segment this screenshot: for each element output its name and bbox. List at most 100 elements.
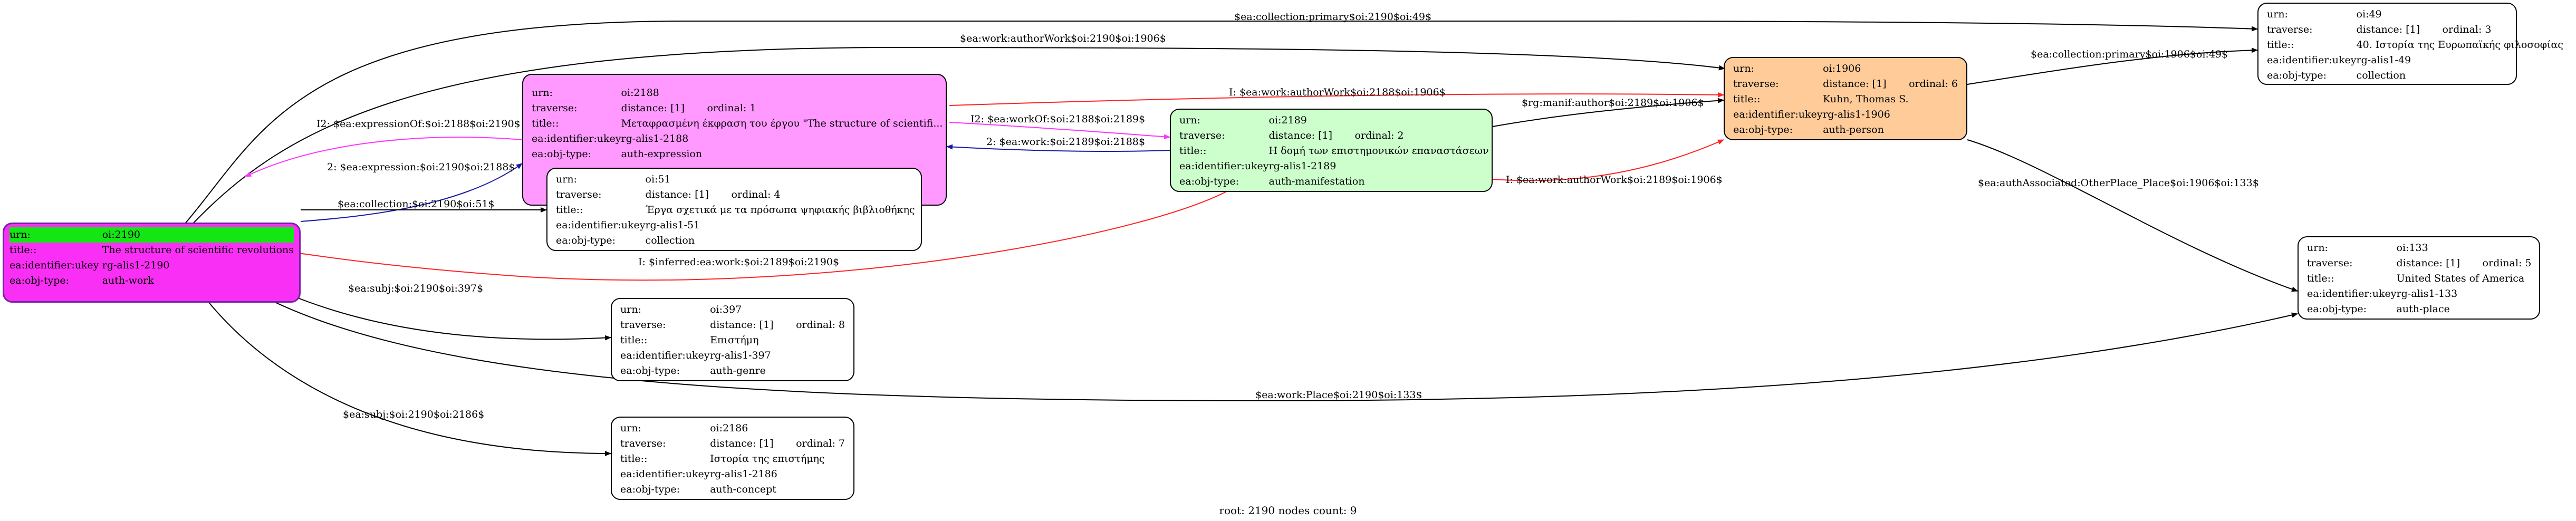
traverse-label: traverse: [532,102,578,114]
edge-label-e7: 2: $ea:work:$oi:2189$oi:2188$ [986,136,1146,148]
urn-label: urn: [620,422,641,434]
title-value: Kuhn, Thomas S. [1823,93,1909,105]
traverse-label: traverse: [620,319,666,331]
title-label: title:: [532,118,559,129]
edge-label-e10: $ea:collection:primary$oi:1906$oi:49$ [2031,49,2228,60]
title-label: title:: [1733,93,1761,105]
ukey-value: rg-alis1-2189 [1268,160,1337,172]
urn-label: urn: [620,304,641,315]
urn-label: urn: [2267,8,2288,20]
edge-e6 [949,122,1170,140]
distance-value: distance: [1] [2396,257,2460,269]
ordinal-value: ordinal: 3 [2442,24,2492,35]
ukey-value: rg-alis1-1906 [1823,109,1890,120]
traverse-label: traverse: [620,438,666,449]
ukey-value: rg-alis1-2188 [621,133,689,144]
ukey-label: ea:identifier:ukey [2307,288,2397,300]
urn-label: urn: [2307,242,2328,254]
edge-label-e11: $ea:authAssociated:OtherPlace_Place$oi:1… [1978,177,2259,189]
traverse-label: traverse: [1733,78,1779,90]
type-value: auth-manifestation [1268,176,1365,187]
distance-value: distance: [1] [1268,130,1332,141]
distance-value: distance: [1] [1823,78,1887,90]
type-label: ea:obj-type: [620,484,680,495]
type-label: ea:obj-type: [620,365,680,377]
edge-label-e13: I: $inferred:ea:work:$oi:2189$oi:2190$ [638,256,840,268]
type-value: collection [645,235,695,246]
ukey-value: rg-alis1-133 [2396,288,2458,300]
type-label: ea:obj-type: [532,148,592,160]
edge-e13 [247,187,1235,281]
node-oi-49[interactable]: urn:oi:49 traverse:distance: [1]ordinal:… [2257,3,2563,85]
edge-label-e5: I: $ea:work:authorWork$oi:2188$oi:1906$ [1229,86,1446,98]
ukey-label: ea:identifier:ukey [2267,54,2357,66]
ordinal-value: ordinal: 6 [1909,78,1958,90]
ordinal-value: ordinal: 5 [2482,257,2532,269]
ukey-value: rg-alis1-51 [645,219,700,231]
type-label: ea:obj-type: [9,275,70,286]
edge-e7 [946,144,1170,152]
ukey-label: ea:identifier:ukey [620,350,710,361]
ukey-label: ea:identifier:ukey [532,133,621,144]
node-oi-1906[interactable]: urn:oi:1906 traverse:distance: [1]ordina… [1724,57,1967,140]
ukey-value: rg-alis1-2186 [710,468,777,480]
title-value: Μεταφρασμένη έκφραση του έργου "The stru… [621,118,943,129]
urn-label: urn: [1179,114,1200,126]
type-value: auth-place [2396,303,2450,315]
edge-e8 [1492,98,1724,127]
ukey-value: rg-alis1-397 [710,350,771,361]
title-label: title:: [556,204,583,216]
node-oi-51[interactable]: urn:oi:51 traverse:distance: [1]ordinal:… [546,168,922,251]
title-value: Επιστήμη [710,334,759,346]
urn-value: oi:397 [710,304,742,315]
ordinal-value: ordinal: 1 [707,102,756,114]
distance-value: distance: [1] [710,438,774,449]
edge-label-e12: $ea:collection:$oi:2190$oi:51$ [338,198,495,210]
title-label: title:: [2267,39,2294,51]
urn-value: oi:2188 [621,87,659,99]
type-label: ea:obj-type: [2307,303,2367,315]
node-oi-2190[interactable]: urn:oi:2190 title::The structure of scie… [3,223,301,303]
ordinal-value: ordinal: 8 [796,319,845,331]
type-label: ea:obj-type: [556,235,616,246]
urn-value: oi:49 [2356,8,2382,20]
node-oi-397[interactable]: urn:oi:397 traverse:distance: [1]ordinal… [611,298,854,381]
title-label: title:: [9,244,37,256]
distance-value: distance: [1] [621,102,685,114]
type-value: collection [2356,70,2406,81]
edge-e9 [1492,139,1724,181]
urn-value: oi:133 [2396,242,2428,254]
ukey-label: ea:identifier:ukey [556,219,646,231]
edge-label-e3: I2: $ea:expressionOf:$oi:2188$oi:2190$ [316,118,521,130]
edge-e5 [949,92,1724,106]
edge-label-e9: I: $ea:work:authorWork$oi:2189$oi:1906$ [1506,174,1723,186]
title-value: Έργα σχετικά με τα πρόσωπα ψηφιακής βιβλ… [645,204,915,216]
title-label: title:: [620,334,648,346]
edge-e15 [184,242,2298,402]
traverse-label: traverse: [2267,24,2313,35]
edge-label-e6: I2: $ea:workOf:$oi:2188$oi:2189$ [970,113,1146,125]
ordinal-value: ordinal: 2 [1354,130,1404,141]
title-value: 40. Ιστορία της Ευρωπαϊκής φιλοσοφίας [2356,39,2563,51]
node-oi-2189[interactable]: urn:oi:2189 traverse:distance: [1]ordina… [1170,109,1493,192]
edge-e1 [184,21,2258,225]
type-value: auth-concept [710,484,776,495]
edge-e4 [300,163,523,222]
urn-label: urn: [1733,63,1754,74]
edge-label-e15: $ea:work:Place$oi:2190$oi:133$ [1255,389,1422,401]
edge-e11 [1967,139,2298,292]
ukey-value: rg-alis1-49 [2356,54,2411,66]
title-value: Ιστορία της επιστήμης [710,453,825,465]
traverse-label: traverse: [556,189,602,200]
title-label: title:: [1179,145,1207,157]
urn-label: urn: [532,87,553,99]
ordinal-value: ordinal: 4 [731,189,781,200]
node-oi-133[interactable]: urn:oi:133 traverse:distance: [1]ordinal… [2298,236,2540,320]
node-oi-2186[interactable]: urn:oi:2186 traverse:distance: [1]ordina… [611,417,854,500]
edge-label-e16: $ea:subj:$oi:2190$oi:2186$ [343,409,485,420]
type-label: ea:obj-type: [1179,176,1239,187]
title-value: The structure of scientific revolutions [102,244,294,256]
type-value: auth-person [1823,124,1884,136]
urn-value: oi:2186 [710,422,748,434]
